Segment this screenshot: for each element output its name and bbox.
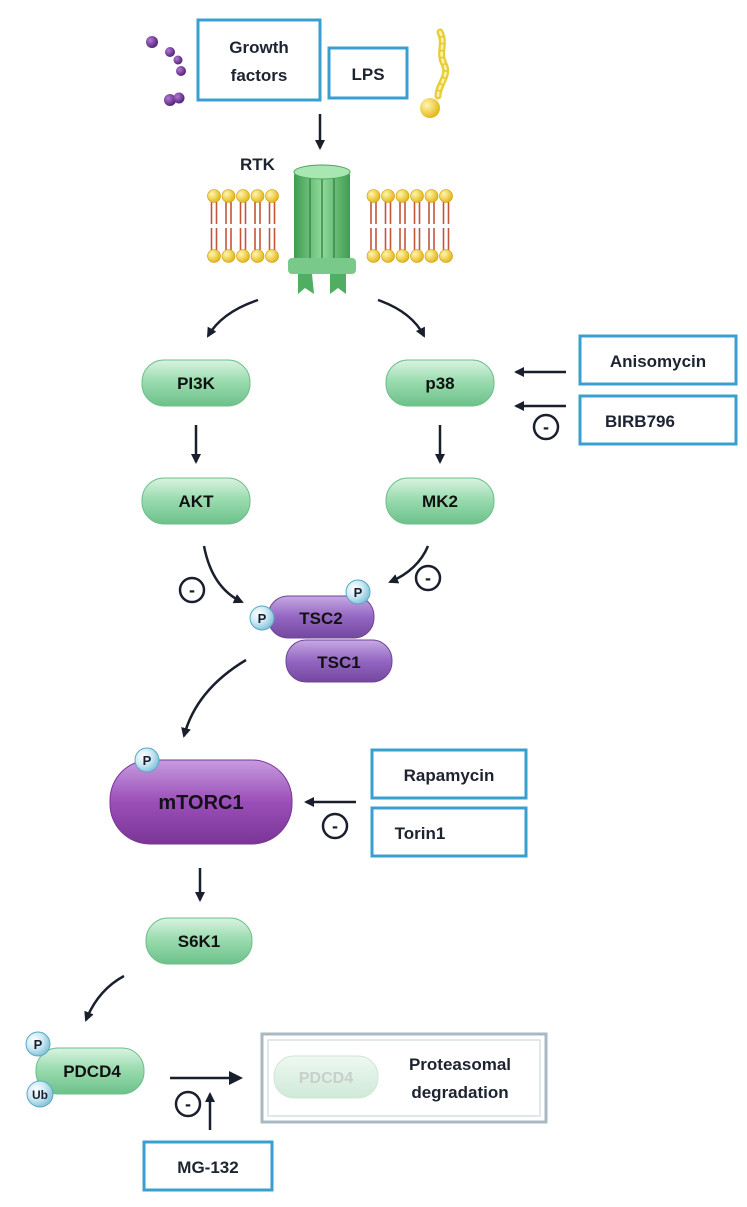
inhibit-mk2-tsc2: - [414,564,442,592]
ubiquitin-label: Ub [32,1088,48,1102]
pi3k-label: PI3K [177,374,216,393]
pdcd4-label: PDCD4 [63,1062,121,1081]
lipid-head [395,189,410,203]
svg-text:-: - [185,1094,191,1114]
birb796-box: BIRB796 [578,394,738,446]
outcome-label-line1: Proteasomal [409,1055,511,1074]
growth-factors-box: Growth factors [196,18,322,102]
mg132-label: MG-132 [177,1158,238,1177]
degraded-pdcd4-label: PDCD4 [299,1070,353,1087]
proteasomal-degradation-box: PDCD4 Proteasomal degradation [260,1032,548,1124]
lipid-head [236,249,250,263]
lipid-head [207,249,221,263]
tsc2-label: TSC2 [299,609,342,628]
svg-text:-: - [543,417,549,437]
lipid-head [250,189,265,203]
arrow-akt-to-tsc2 [202,545,244,604]
lipid-head [366,249,381,263]
anisomycin-box: Anisomycin [578,334,738,386]
tsc1-label: TSC1 [317,653,360,672]
torin1-label: Torin1 [395,824,446,843]
rtk-receptor-icon [288,164,356,294]
lipid-head [265,189,279,203]
node-p38: p38 [385,359,495,407]
lipid-head [265,249,279,263]
lipid-head [381,249,395,263]
lipid-head [410,189,424,203]
p38-label: p38 [425,374,454,393]
lipid-head [439,189,453,203]
degraded-pdcd4-node [273,1055,379,1099]
node-tsc1: TSC1 [285,639,393,683]
lipid-head [424,189,439,203]
node-pdcd4: PDCD4 [35,1047,145,1095]
arrow-rtk-to-p38 [377,298,426,338]
growth-factor-particles [146,36,186,106]
outcome-label-line2: degradation [411,1083,508,1102]
rapamycin-label: Rapamycin [404,766,495,785]
pdcd4-phospho-badge: P [25,1031,51,1057]
rapamycin-box: Rapamycin [370,748,528,800]
phospho-label: P [143,753,152,768]
drug-arrows [170,367,566,1130]
s6k1-label: S6K1 [178,932,221,951]
lipid-head [221,249,236,263]
node-s6k1: S6K1 [145,917,253,965]
lipid-head [207,189,221,203]
inhibit-birb796: - [532,413,560,441]
lipid-head [424,249,439,263]
svg-text:-: - [425,568,431,588]
lipid-head [236,189,250,203]
mtorc1-phospho-badge: P [134,747,160,773]
inhibit-mg132: - [174,1090,202,1118]
rtk-label: RTK [240,155,276,174]
mk2-label: MK2 [422,492,458,511]
growth-factors-label-line1: Growth [229,38,289,57]
arrow-s6k1-to-pdcd4 [84,974,125,1022]
svg-text:-: - [189,580,195,600]
pathway-arrows [84,298,445,1022]
lipid-head [250,249,265,263]
lipid-head [221,189,236,203]
arrow-tsc-to-mtorc1 [181,658,247,738]
cell-membrane [207,189,453,263]
lps-label: LPS [351,65,384,84]
phospho-label: P [34,1037,43,1052]
node-mk2: MK2 [385,477,495,525]
mtorc1-label: mTORC1 [158,792,243,814]
tsc2-phospho-badge-left: P [249,605,275,631]
akt-label: AKT [179,492,215,511]
torin1-box: Torin1 [370,806,528,858]
lipid-head [410,249,424,263]
phospho-label: P [258,611,267,626]
lipid-head [366,189,381,203]
inhibit-akt-tsc2: - [178,576,206,604]
node-tsc2: TSC2 [267,595,375,639]
node-pi3k: PI3K [141,359,251,407]
node-akt: AKT [141,477,251,525]
lipid-head [381,189,395,203]
pdcd4-ubiquitin-badge: Ub [26,1080,54,1108]
inhibit-mtorc1-drugs: - [321,812,349,840]
phospho-label: P [354,585,363,600]
svg-text:-: - [332,816,338,836]
mg132-box: MG-132 [142,1140,274,1192]
arrow-mk2-to-tsc2 [388,545,430,584]
lipid-head [439,249,453,263]
growth-factors-label-line2: factors [231,66,288,85]
lps-box: LPS [327,46,409,100]
node-mtorc1: mTORC1 [109,759,293,845]
arrow-rtk-to-pi3k [206,298,259,338]
anisomycin-label: Anisomycin [610,352,706,371]
birb796-label: BIRB796 [605,412,675,431]
lps-molecule-icon [420,28,450,118]
tsc2-phospho-badge-right: P [345,579,371,605]
lipid-head [395,249,410,263]
